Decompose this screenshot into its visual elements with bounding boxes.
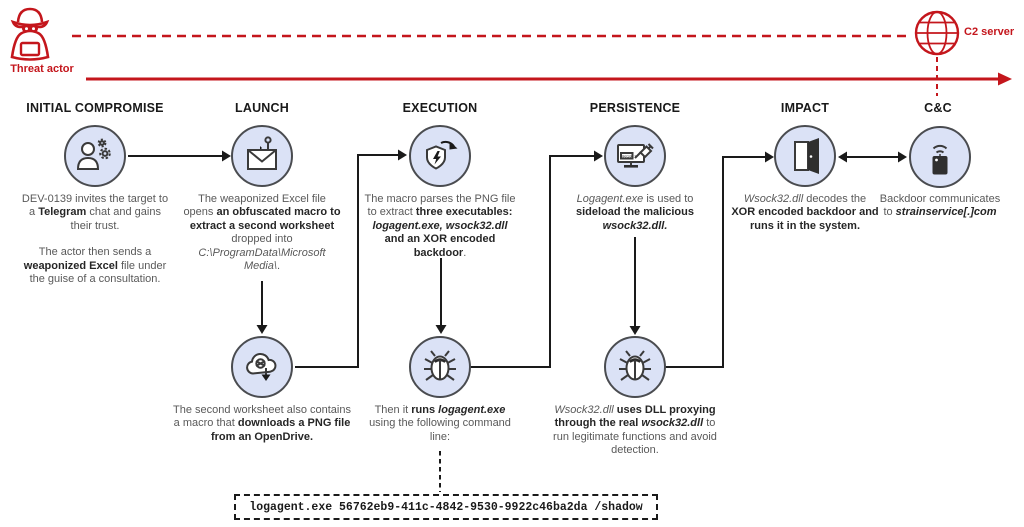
arrow-bug-to-impact — [664, 151, 774, 368]
desc-persistence: Logagent.exe is used to sideload the mal… — [576, 193, 694, 232]
desc-download: The second worksheet also contains a mac… — [173, 404, 351, 443]
desc-initial-compromise: DEV-0139 invites the target to a Telegra… — [21, 193, 169, 286]
arrow-bug-to-persistence — [469, 150, 603, 368]
cloud-download-icon — [246, 352, 277, 381]
c2-globe-icon — [914, 10, 960, 56]
arrow-persistence-to-bug — [629, 237, 641, 335]
desc-cnc: Backdoor communicates to strainservice[.… — [879, 193, 1001, 219]
threat-actor-icon — [10, 7, 50, 61]
download-step — [231, 336, 293, 398]
cnc-step — [909, 126, 971, 188]
stage-title-impact: IMPACT — [780, 101, 830, 115]
arrow-cloud-to-execution — [295, 149, 407, 368]
execution-shield-icon — [426, 140, 458, 170]
stage-title-launch: LAUNCH — [235, 101, 289, 115]
user-gears-icon — [76, 138, 111, 170]
stage-title-initial-compromise: INITIAL COMPROMISE — [26, 101, 164, 115]
impact-step — [774, 125, 836, 187]
run-logagent-step — [409, 336, 471, 398]
stage-title-cnc: C&C — [924, 101, 952, 115]
svg-text:001011: 001011 — [622, 155, 637, 159]
dll-proxy-step — [604, 336, 666, 398]
c2-server-label: C2 server — [964, 26, 1015, 38]
desc-execution: The macro parses the PNG file to extract… — [364, 193, 516, 259]
command-line-box: logagent.exe 56762eb9-411c-4842-9530-992… — [234, 494, 658, 520]
arrow-initial-to-launch — [128, 150, 231, 162]
phishing-mail-icon — [247, 136, 277, 170]
arrow-impact-cnc-bidirectional — [838, 151, 907, 163]
backdoor-door-icon — [794, 138, 819, 174]
execution-step — [409, 125, 471, 187]
initial-compromise-step — [64, 125, 126, 187]
attack-timeline-arrow — [86, 72, 1012, 86]
malware-bug-icon — [424, 350, 456, 381]
arrow-execution-to-bug — [435, 258, 447, 334]
persistence-step: 001011 — [604, 125, 666, 187]
threat-actor-label: Threat actor — [10, 63, 74, 75]
desc-launch: The weaponized Excel file opens an obfus… — [183, 193, 341, 273]
desc-run-logagent: Then it runs logagent.exe using the foll… — [369, 404, 511, 443]
command-line-text: logagent.exe 56762eb9-411c-4842-9530-992… — [249, 500, 643, 514]
desc-dll-proxy: Wsock32.dll uses DLL proxying through th… — [553, 404, 717, 457]
launch-step — [231, 125, 293, 187]
malware-bug-icon — [619, 350, 651, 381]
stage-title-execution: EXECUTION — [402, 101, 478, 115]
cnc-device-icon — [932, 144, 948, 175]
desc-impact: Wsock32.dll decodes the XOR encoded back… — [731, 193, 879, 232]
stage-title-persistence: PERSISTENCE — [589, 101, 681, 115]
arrow-launch-to-cloud — [256, 281, 268, 334]
sideload-monitor-icon: 001011 — [617, 143, 654, 168]
